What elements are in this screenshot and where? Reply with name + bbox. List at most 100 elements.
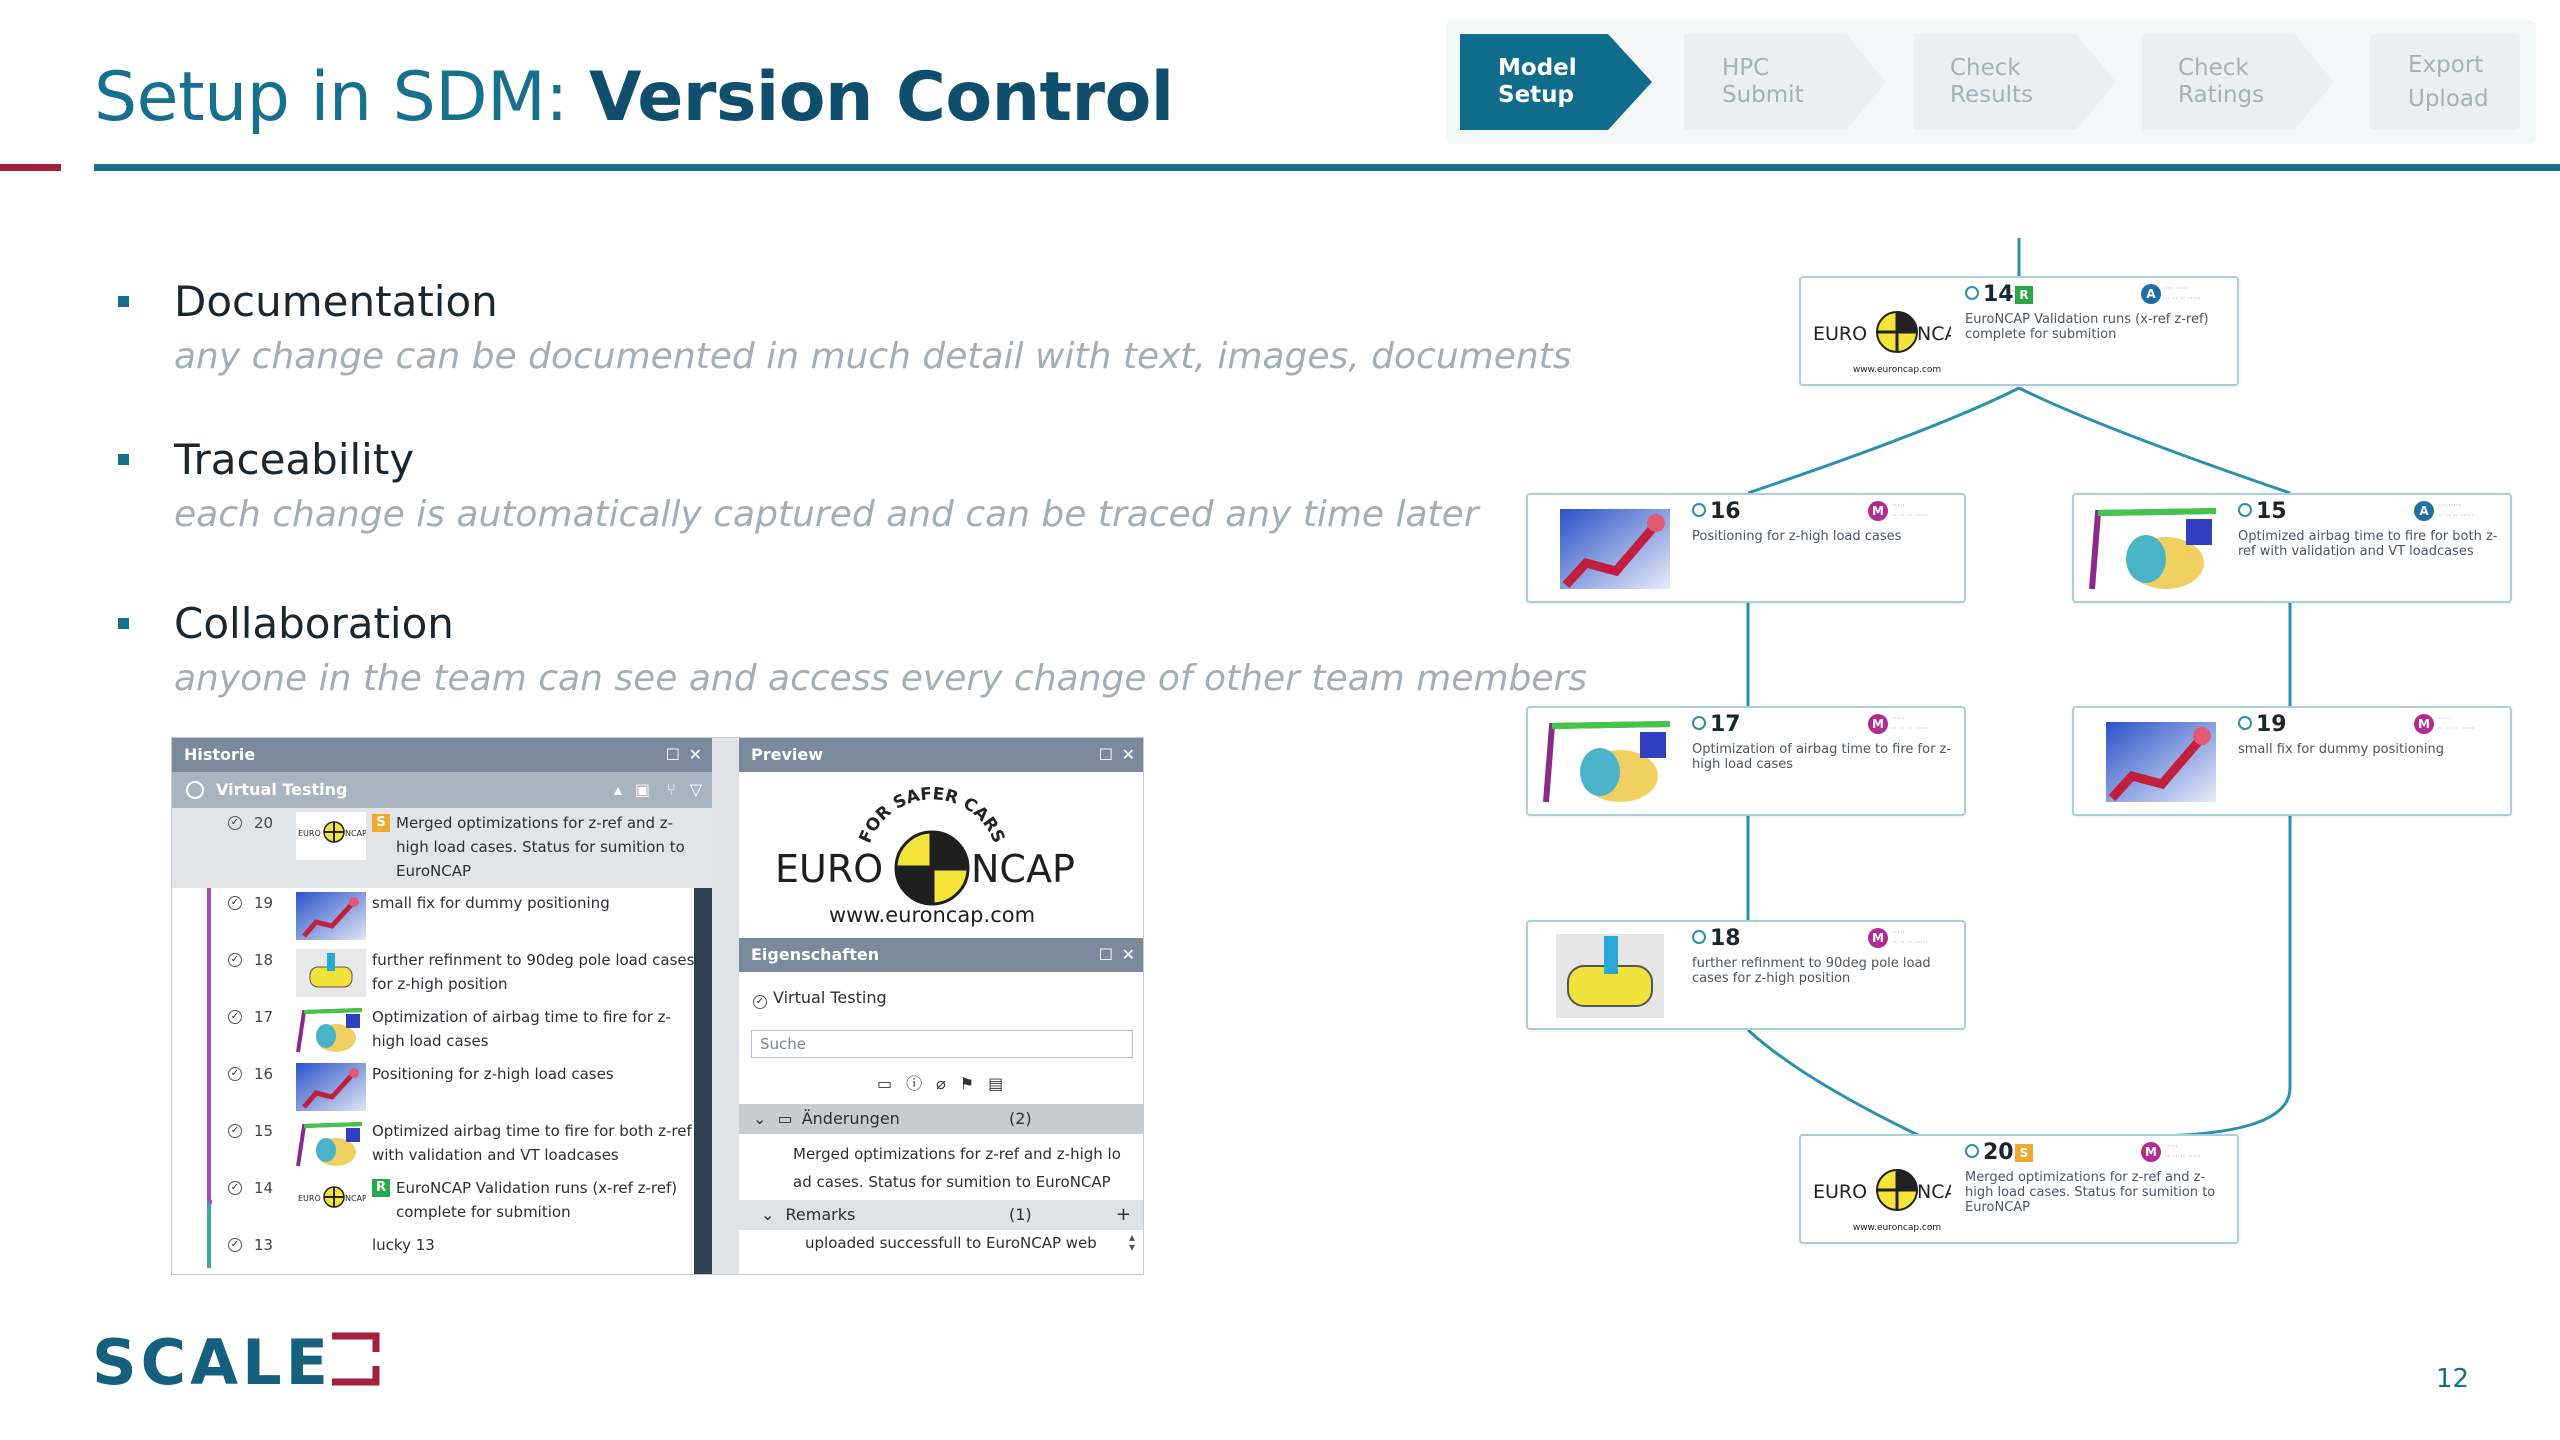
history-row[interactable]: ✓ 19 small fix for dummy positioning — [172, 888, 712, 945]
svg-text:www.euroncap.com: www.euroncap.com — [1853, 1223, 1941, 1233]
dummy-thumbnail — [296, 1063, 366, 1111]
remarks-count: (1) — [1009, 1205, 1032, 1224]
step-line2: Upload — [2408, 86, 2489, 112]
history-row-text: complete for submition — [396, 1203, 571, 1221]
car-thumbnail — [1556, 934, 1664, 1018]
image-icon[interactable]: ▣ — [634, 780, 650, 799]
node-id-value: 15 — [2256, 499, 2287, 524]
version-number: 18 — [254, 951, 274, 969]
node-description: Optimized airbag time to fire for both z… — [2238, 529, 2498, 559]
bullet-heading: Collaboration — [174, 599, 454, 648]
collapse-icon[interactable]: ▴ — [613, 780, 622, 799]
node-id-value: 16 — [1710, 499, 1741, 524]
version-node-15[interactable]: 15 A ··· ······· ·· ·· ····· Optimized a… — [2072, 493, 2512, 603]
filter-icon[interactable]: ▽ — [689, 780, 702, 799]
node-description: small fix for dummy positioning — [2238, 742, 2445, 757]
history-row[interactable]: ✓ 17 Optimization of airbag time to fire… — [172, 1002, 712, 1059]
node-id: 19 — [2238, 712, 2287, 737]
status-badge: R — [372, 1179, 390, 1197]
spinner-icon[interactable]: ▴▾ — [1128, 1230, 1135, 1254]
author-meta: ······· ·· ·· ····· — [1892, 714, 1928, 733]
info-icon[interactable]: ⓘ — [906, 1074, 937, 1093]
version-node-17[interactable]: 17 M ······· ·· ·· ····· Optimization of… — [1526, 706, 1966, 816]
dummy-thumbnail — [2106, 722, 2216, 802]
document-icon[interactable]: ▤ — [988, 1074, 1018, 1093]
version-number: 19 — [254, 894, 274, 912]
version-node-18[interactable]: 18 M ······· ·· ·· ····· further refinme… — [1526, 920, 1966, 1030]
comment-icon[interactable]: ▭ — [877, 1074, 907, 1093]
node-id: 16 — [1692, 499, 1741, 524]
avatar: M — [1868, 928, 1888, 948]
history-row-text: EuroNCAP — [396, 862, 471, 880]
history-row-text: EuroNCAP Validation runs (x-ref z-ref) — [396, 1179, 678, 1197]
remarks-section-header[interactable]: ⌄ Remarks (1) + — [739, 1200, 1143, 1230]
avatar: M — [1868, 501, 1888, 521]
flag-icon[interactable]: ⚑ — [959, 1074, 989, 1093]
step-line1: Model — [1498, 55, 1577, 81]
bullet-marker — [118, 454, 129, 465]
node-id: 17 — [1692, 712, 1741, 737]
chevron-down-icon: ⌄ — [761, 1205, 775, 1224]
airbag-thumbnail — [296, 1006, 366, 1054]
airbag-thumbnail — [296, 1120, 366, 1168]
add-remark-icon[interactable]: + — [1115, 1204, 1131, 1225]
node-id-value: 20 — [1983, 1140, 2014, 1165]
node-id: 18 — [1692, 926, 1741, 951]
node-id: 15 — [2238, 499, 2287, 524]
status-badge: R — [2015, 286, 2033, 304]
author-meta: ······· ·· ·· ····· — [1892, 928, 1928, 947]
version-number: 17 — [254, 1008, 274, 1026]
close-icon[interactable]: ✕ — [1121, 945, 1135, 964]
attachment-icon[interactable]: ⌀ — [936, 1074, 960, 1093]
search-input[interactable]: Suche — [751, 1030, 1133, 1058]
close-icon[interactable]: ✕ — [1121, 745, 1135, 764]
maximize-icon[interactable]: ☐ — [665, 745, 680, 764]
close-icon[interactable]: ✕ — [688, 745, 702, 764]
node-id-value: 18 — [1710, 926, 1741, 951]
bullet-list: Documentation any change can be document… — [110, 270, 1587, 750]
changes-label: Änderungen — [801, 1109, 900, 1128]
properties-pane: Eigenschaften ☐ ✕ ✓Virtual Testing Suche… — [739, 938, 1143, 1274]
history-row-text: for z-high position — [372, 975, 508, 993]
step-line1: HPC — [1722, 55, 1770, 81]
history-row[interactable]: ✓ 15 Optimized airbag time to fire for b… — [172, 1116, 712, 1173]
remark-text: uploaded successfull to EuroNCAP web — [805, 1234, 1097, 1252]
version-node-16[interactable]: 16 M ······· ·· ·· ····· Positioning for… — [1526, 493, 1966, 603]
maximize-icon[interactable]: ☐ — [1098, 945, 1113, 964]
bullet-heading: Documentation — [174, 277, 498, 326]
branch-icon[interactable]: ⑂ — [666, 780, 676, 799]
logo-euro-text: EURO — [775, 847, 883, 891]
history-pane-header: Historie ☐ ✕ — [172, 738, 712, 772]
changes-section-header[interactable]: ⌄ ▭ Änderungen (2) — [739, 1104, 1143, 1134]
page-title: Setup in SDM: Version Control — [94, 58, 1174, 137]
svg-text:EURO: EURO — [298, 829, 321, 838]
version-check-icon: ✓ — [753, 995, 767, 1009]
version-node-19[interactable]: 19 M ······· ·· ·· ····· small fix for d… — [2072, 706, 2512, 816]
maximize-icon[interactable]: ☐ — [1098, 745, 1113, 764]
group-check-icon — [186, 781, 204, 799]
node-id-value: 17 — [1710, 712, 1741, 737]
properties-title: Eigenschaften — [751, 945, 880, 964]
history-row[interactable]: ✓ 13 lucky 13 — [172, 1230, 712, 1274]
svg-text:www.euroncap.com: www.euroncap.com — [1853, 365, 1941, 375]
history-row[interactable]: ✓ 16 Positioning for z-high load cases — [172, 1059, 712, 1116]
comment-icon: ▭ — [777, 1109, 793, 1128]
version-number: 20 — [254, 814, 274, 832]
author-meta: ··· ······· ·· ·· ····· — [2165, 284, 2201, 303]
history-row[interactable]: ✓ 18 further refinment to 90deg pole loa… — [172, 945, 712, 1002]
history-group-header[interactable]: Virtual Testing ▴ ▣ ⑂ ▽ — [172, 772, 712, 808]
chevron-down-icon: ⌄ — [753, 1109, 767, 1128]
history-row-text: small fix for dummy positioning — [372, 894, 610, 912]
history-row-text: high load cases. Status for sumition to — [396, 838, 685, 856]
title-prefix: Setup in SDM: — [94, 58, 589, 137]
